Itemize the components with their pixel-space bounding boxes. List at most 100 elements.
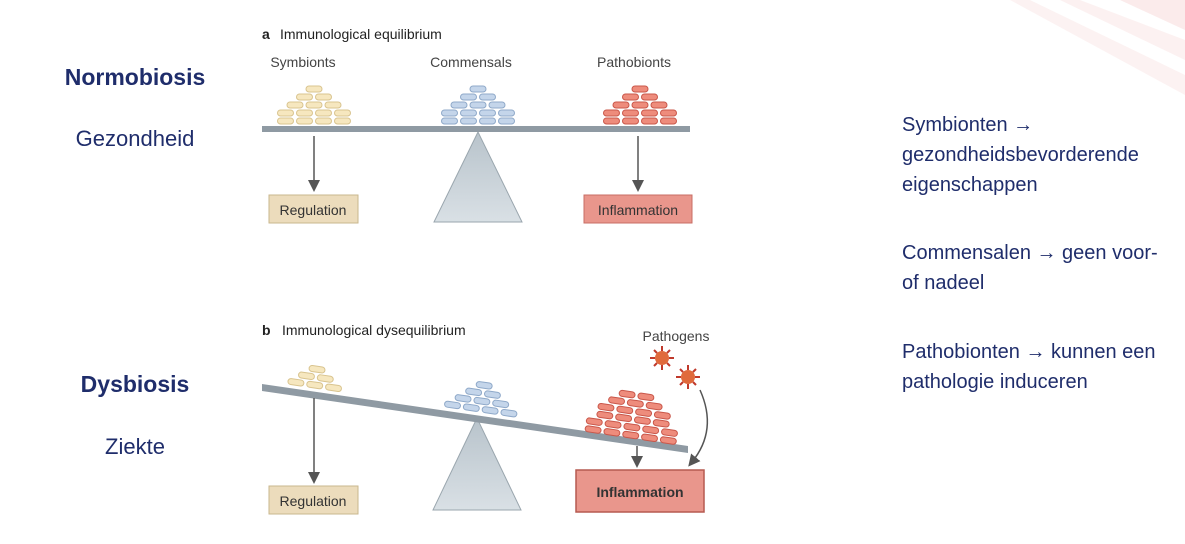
normobiosis-heading: Normobiosis xyxy=(64,64,206,90)
symbionts-label: Symbionts xyxy=(270,54,335,70)
panel-b-title: Immunological dysequilibrium xyxy=(282,322,466,338)
bacterium xyxy=(500,408,518,418)
commensal-pile-b xyxy=(444,381,518,418)
bacterium xyxy=(585,417,603,426)
bacterium xyxy=(626,399,644,408)
bacterium xyxy=(334,109,351,117)
bacterium xyxy=(454,394,472,403)
bacterium xyxy=(488,101,506,109)
bacterium xyxy=(296,117,313,125)
bacterium xyxy=(325,383,342,393)
bacterium xyxy=(286,101,304,109)
regulation-box-b xyxy=(268,485,359,515)
regulation-label-b: Regulation xyxy=(280,493,347,509)
bacterium xyxy=(631,101,649,109)
bacterium xyxy=(645,401,663,411)
bacterium xyxy=(444,400,461,410)
pathobiont-pile-b xyxy=(584,389,678,445)
bacterium xyxy=(641,117,658,125)
bacterium xyxy=(608,396,625,405)
panel-a-letter: a xyxy=(262,26,270,42)
bacterium xyxy=(622,109,639,117)
fulcrum-a xyxy=(433,130,523,223)
bacterium xyxy=(641,93,658,101)
note-symbionten: Symbionten → gezondheidsbevorderende eig… xyxy=(902,114,1139,196)
bacterium xyxy=(603,117,620,125)
bacterium xyxy=(622,117,639,125)
panel-a: a Immunological equilibrium Symbionts Co… xyxy=(262,26,693,224)
bacterium xyxy=(616,405,634,415)
gezondheid-label: Gezondheid xyxy=(75,126,195,151)
bacterium xyxy=(305,101,323,109)
dysbiosis-heading: Dysbiosis xyxy=(80,371,190,397)
regulation-label-a: Regulation xyxy=(280,202,347,218)
bacterium xyxy=(659,436,677,445)
bacterium xyxy=(324,101,342,109)
bacterium xyxy=(460,109,477,117)
bacterium xyxy=(603,428,621,437)
bacterium xyxy=(661,428,678,437)
bacterium xyxy=(277,117,294,125)
bacterium xyxy=(315,117,332,125)
bacterium xyxy=(498,109,515,117)
ziekte-label: Ziekte xyxy=(105,434,165,459)
bacterium xyxy=(483,390,501,399)
bacterium xyxy=(287,378,305,387)
panel-b-letter: b xyxy=(262,322,271,338)
bacterium xyxy=(652,419,670,428)
panel-a-title: Immunological equilibrium xyxy=(280,26,442,42)
bacterium xyxy=(296,109,313,117)
bacterium xyxy=(637,392,655,402)
bacterium xyxy=(473,396,491,406)
bacterium xyxy=(642,425,660,435)
bacterium xyxy=(479,93,496,101)
bacterium xyxy=(334,117,351,125)
regulation-box-a xyxy=(268,194,359,224)
bacterium xyxy=(631,85,649,93)
commensal-pile-a xyxy=(441,85,515,125)
corner-decoration xyxy=(1010,0,1185,95)
symbiont-pile-b xyxy=(287,364,342,393)
bacterium xyxy=(615,413,633,423)
bacterium xyxy=(465,387,483,397)
bacterium xyxy=(622,93,639,101)
bacterium xyxy=(641,109,658,117)
symbiont-pile-a xyxy=(277,85,351,125)
bacterium xyxy=(612,101,630,109)
bacterium xyxy=(469,85,487,93)
bacterium xyxy=(498,117,515,125)
bacterium xyxy=(469,101,487,109)
bacterium xyxy=(633,416,651,425)
note-commensalen: Commensalen → geen voor- of nadeel xyxy=(902,242,1158,294)
bacterium xyxy=(623,422,641,432)
arrow-pathogens xyxy=(688,389,709,467)
bacterium xyxy=(622,430,640,440)
bacterium xyxy=(635,408,653,417)
panel-b: b Immunological dysequilibrium Pathogens xyxy=(262,322,709,515)
bacterium xyxy=(603,109,620,117)
bacterium xyxy=(618,389,636,399)
bacterium xyxy=(584,425,602,434)
bacterium xyxy=(308,364,326,374)
inflammation-box-b xyxy=(575,469,705,513)
commensals-label: Commensals xyxy=(430,54,512,70)
beam-a xyxy=(262,126,690,132)
pathobionts-label: Pathobionts xyxy=(597,54,671,70)
inflammation-box-a xyxy=(583,194,693,224)
pathogen-1 xyxy=(650,346,674,370)
bacterium xyxy=(316,374,334,383)
bacterium xyxy=(653,411,671,420)
bacterium xyxy=(604,420,622,429)
bacterium xyxy=(479,109,496,117)
bacterium xyxy=(450,101,468,109)
bacterium xyxy=(650,101,668,109)
bacterium xyxy=(641,433,658,443)
bacterium xyxy=(315,109,332,117)
bacterium xyxy=(462,403,480,412)
bacterium xyxy=(596,410,614,420)
bacterium xyxy=(475,381,493,390)
bacterium xyxy=(277,109,294,117)
bacterium xyxy=(660,109,677,117)
pathogen-2 xyxy=(676,365,700,389)
